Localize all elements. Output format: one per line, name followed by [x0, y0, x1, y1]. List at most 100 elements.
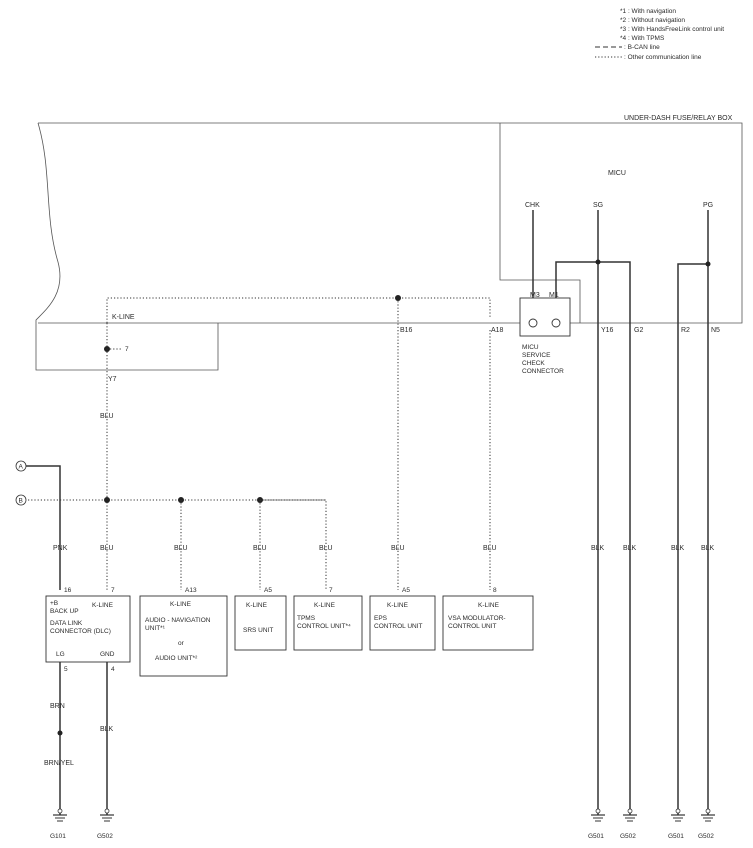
micu-label: MICU	[608, 170, 626, 177]
audio-or: or	[178, 640, 185, 647]
pin-pg: PG	[703, 202, 713, 209]
service-conn-line-4: CONNECTOR	[522, 368, 564, 375]
vsa-name-1: VSA MODULATOR-	[448, 615, 506, 622]
pin-dlc-4: 4	[111, 666, 115, 673]
pin-m1: M1	[549, 292, 559, 299]
micu-pins: CHK SG PG	[525, 202, 713, 815]
pin-srs-a5: A5	[264, 587, 272, 594]
wire-blu-dlc: BLU	[100, 545, 114, 552]
tpms-k-line: K-LINE	[314, 602, 336, 609]
srs-name: SRS UNIT	[243, 627, 273, 634]
ground-g502-b: G502	[698, 833, 714, 840]
wire-blk-g501-b: BLK	[671, 545, 685, 552]
micu-service-check-connector: M3 M1 MICU SERVICE CHECK CONNECTOR	[519, 292, 571, 375]
wire-brn: BRN	[50, 703, 65, 710]
pin-dlc-5: 5	[64, 666, 68, 673]
ground-g502-a: G502	[620, 833, 636, 840]
ground-icon	[671, 808, 685, 822]
wire-blu-vsa: BLU	[483, 545, 497, 552]
ground-g502-dlc: G502	[97, 833, 113, 840]
under-dash-fuse-relay-box: UNDER-DASH FUSE/RELAY BOX MICU K-LINE	[35, 115, 743, 371]
legend-item-3: *3 : With HandsFreeLink control unit	[620, 26, 724, 33]
ground-symbols	[53, 808, 715, 822]
pin-numbers: 16 7 A13 A5 7 A5 8 5 4	[64, 587, 497, 673]
ground-icon	[53, 808, 67, 822]
tpms-name-2: CONTROL UNIT*⁴	[297, 623, 351, 630]
audio-name-1: AUDIO - NAVIGATION	[145, 617, 211, 624]
legend: *1 : With navigation *2 : Without naviga…	[595, 8, 724, 61]
wire-blu-dlc-top: BLU	[100, 413, 114, 420]
connector-a: A	[19, 464, 24, 471]
vsa-modulator-control-unit: K-LINE VSA MODULATOR- CONTROL UNIT	[442, 595, 534, 651]
srs-k-line: K-LINE	[246, 602, 268, 609]
dlc-lg: LG	[56, 651, 65, 658]
wire-blu-audio: BLU	[174, 545, 188, 552]
dlc-backup-2: BACK UP	[50, 608, 79, 615]
legend-item-1: *1 : With navigation	[620, 8, 676, 15]
pin-vsa-8: 8	[493, 587, 497, 594]
vsa-k-line: K-LINE	[478, 602, 500, 609]
tpms-control-unit: K-LINE TPMS CONTROL UNIT*⁴	[293, 595, 363, 651]
eps-control-unit: K-LINE EPS CONTROL UNIT	[369, 595, 436, 651]
eps-name-2: CONTROL UNIT	[374, 623, 423, 630]
wire-blu-srs: BLU	[253, 545, 267, 552]
connector-refs: A B	[15, 460, 61, 590]
wire-blk-g502-dlc: BLK	[100, 726, 114, 733]
audio-k-line: K-LINE	[170, 601, 192, 608]
pin-dlc-7: 7	[111, 587, 115, 594]
dlc-k-line: K-LINE	[92, 602, 114, 609]
wire-blk-g501-a: BLK	[591, 545, 605, 552]
pin-sg: SG	[593, 202, 603, 209]
ground-g101: G101	[50, 833, 66, 840]
vsa-name-2: CONTROL UNIT	[448, 623, 497, 630]
ground-icon	[623, 808, 637, 822]
legend-item-5: : B-CAN line	[624, 44, 660, 51]
connector-b: B	[19, 498, 23, 505]
ref-7-label: 7	[125, 346, 129, 353]
wire-blu-eps: BLU	[391, 545, 405, 552]
audio-alt: AUDIO UNIT*²	[155, 655, 198, 662]
dlc-name-2: CONNECTOR (DLC)	[50, 628, 111, 635]
k-line-label: K-LINE	[112, 314, 135, 321]
pin-m3: M3	[530, 292, 540, 299]
ground-g501-b: G501	[668, 833, 684, 840]
wire-pnk: PNK	[53, 545, 68, 552]
pin-tpms-7: 7	[329, 587, 333, 594]
terminal-b16: B16	[400, 327, 413, 334]
legend-item-2: *2 : Without navigation	[620, 17, 685, 24]
eps-name-1: EPS	[374, 615, 388, 622]
srs-unit: K-LINE SRS UNIT	[234, 595, 287, 651]
ground-g501-a: G501	[588, 833, 604, 840]
legend-item-4: *4 : With TPMS	[620, 35, 665, 42]
ground-labels: G101 G502 G501 G502 G501 G502	[50, 833, 714, 840]
terminal-n5: N5	[711, 327, 720, 334]
wire-blk-g502-b: BLK	[701, 545, 715, 552]
terminal-y16: Y16	[601, 327, 614, 334]
pin-eps-a5: A5	[402, 587, 410, 594]
terminal-a18: A18	[491, 327, 504, 334]
service-conn-line-1: MICU	[522, 344, 539, 351]
dlc-backup-1: +B	[50, 600, 58, 607]
pin-dlc-16: 16	[64, 587, 72, 594]
dlc-unit: +B BACK UP K-LINE DATA LINK CONNECTOR (D…	[45, 595, 131, 663]
ground-wires: BRN BRN/YEL BLK	[44, 662, 114, 815]
terminal-labels: Y7 B16 A18 Y16 G2 R2 N5	[108, 327, 720, 383]
service-conn-line-3: CHECK	[522, 360, 545, 367]
wire-brn-yel: BRN/YEL	[44, 760, 74, 767]
wire-blk-g502-a: BLK	[623, 545, 637, 552]
terminal-r2: R2	[681, 327, 690, 334]
eps-k-line: K-LINE	[387, 602, 409, 609]
legend-item-6: : Other communication line	[624, 54, 702, 61]
wire-blu-tpms: BLU	[319, 545, 333, 552]
wire-labels: BLU PNK BLU BLU BLU BLU BLU BLU BLK BLK …	[53, 413, 715, 552]
fuse-box-title: UNDER-DASH FUSE/RELAY BOX	[624, 115, 733, 122]
service-conn-line-2: SERVICE	[522, 352, 551, 359]
k-line-network: 7	[28, 295, 491, 590]
ground-icon	[701, 808, 715, 822]
audio-name-2: UNIT*¹	[145, 625, 166, 632]
ground-icon	[591, 808, 605, 822]
dlc-name-1: DATA LINK	[50, 620, 83, 627]
terminal-g2: G2	[634, 327, 643, 334]
tpms-name-1: TPMS	[297, 615, 316, 622]
